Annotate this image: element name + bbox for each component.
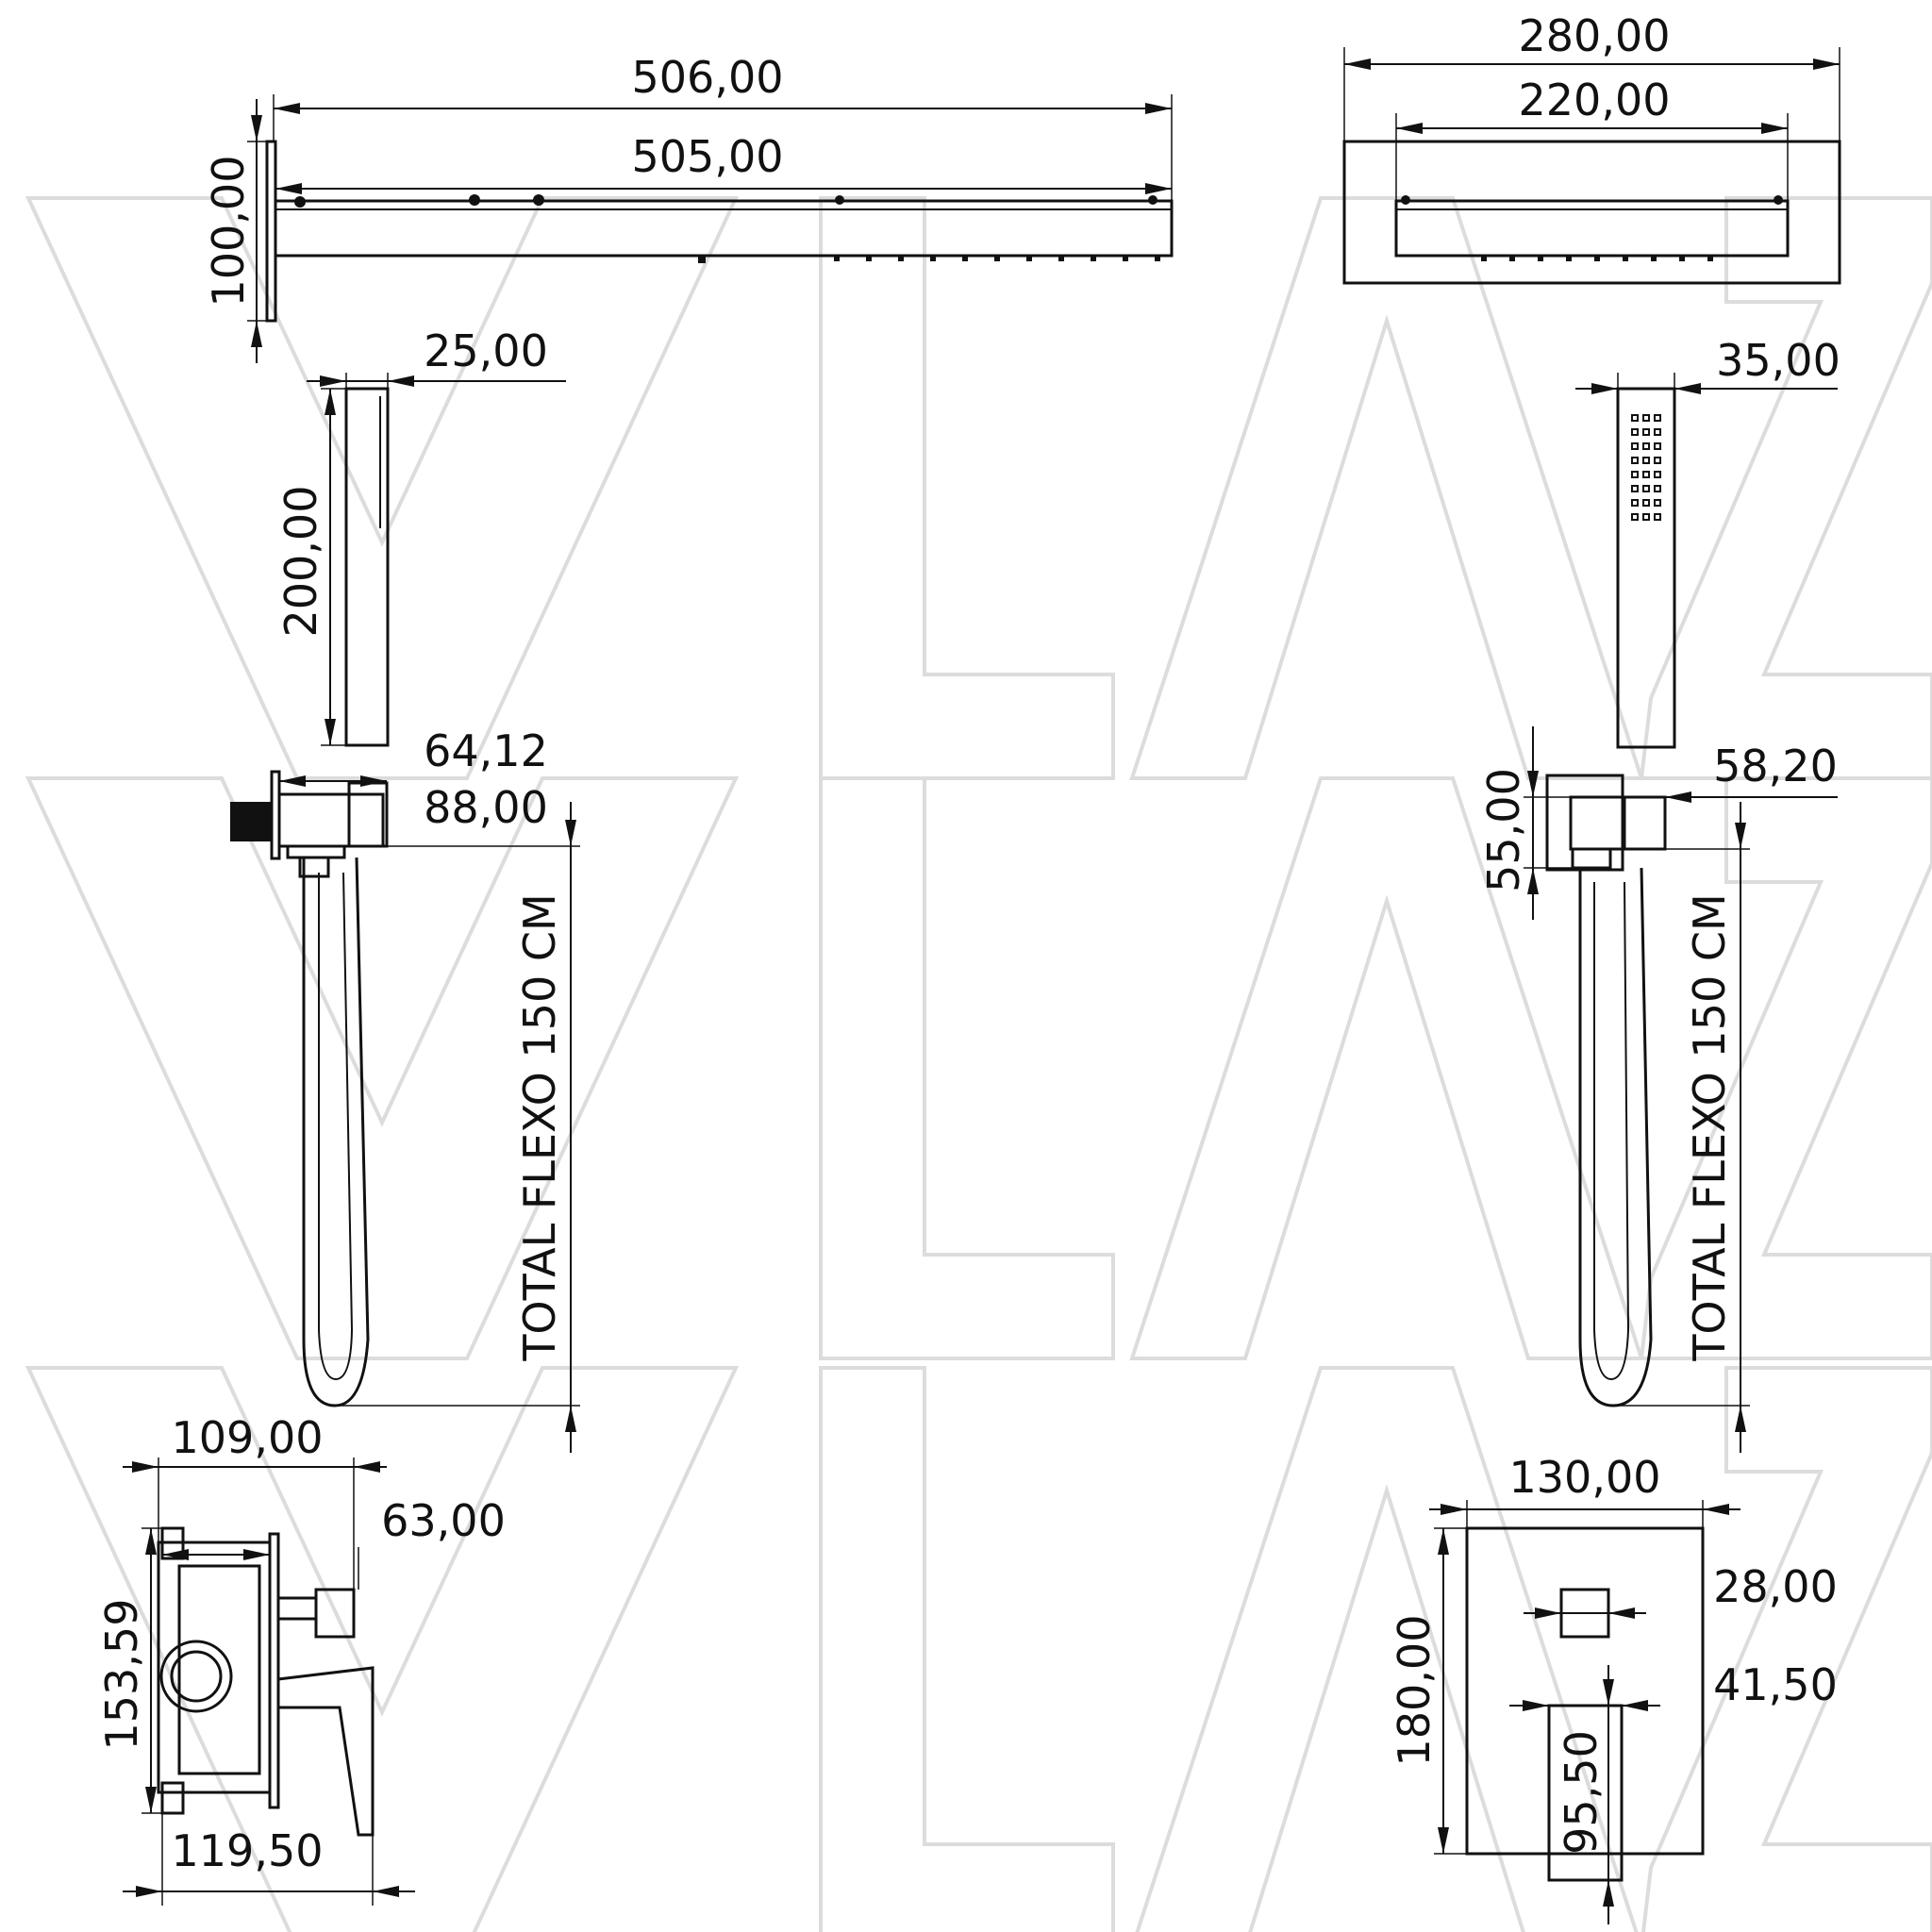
shower-head-front bbox=[1394, 199, 1790, 258]
valve-side-view: 109,00 63,00 153,59 119,50 bbox=[96, 1412, 506, 1906]
dim-hand-width-front: 35,00 bbox=[1716, 335, 1840, 386]
valve-lever bbox=[276, 1666, 375, 1837]
rain-shower-front-view: 280,00 220,00 bbox=[1342, 10, 1841, 285]
shower-arm bbox=[274, 199, 1174, 258]
dim-hose-right: TOTAL FLEXO 150 CM bbox=[1684, 893, 1735, 1361]
dim-cover-height: 180,00 bbox=[1389, 1615, 1440, 1767]
hand-shower-handle bbox=[344, 387, 390, 747]
valve-wall-plate bbox=[268, 1532, 280, 1809]
dim-hose-left: TOTAL FLEXO 150 CM bbox=[514, 893, 565, 1361]
dim-lever-height: 95,50 bbox=[1556, 1730, 1607, 1855]
dim-rain-width-outer: 506,00 bbox=[632, 52, 784, 103]
dim-lever-width: 41,50 bbox=[1713, 1659, 1838, 1710]
holder-connector bbox=[230, 802, 272, 841]
dim-valve-height: 153,59 bbox=[96, 1599, 147, 1751]
valve-body bbox=[157, 1541, 272, 1794]
ceiling-plate bbox=[1342, 140, 1841, 285]
hand-shower-side-view: 25,00 200,00 64,12 88,00 TOTAL FLEXO 150… bbox=[230, 325, 580, 1453]
dim-valve-total: 119,50 bbox=[172, 1825, 324, 1876]
valve-cover-front-view: 130,00 180,00 28,00 41,50 95,50 bbox=[1389, 1452, 1838, 1924]
dim-valve-depth: 109,00 bbox=[172, 1412, 324, 1463]
dim-holder-depth: 64,12 bbox=[424, 725, 548, 776]
dim-plate-width-inner: 220,00 bbox=[1519, 75, 1671, 125]
dim-holder-height: 55,00 bbox=[1478, 768, 1529, 892]
dim-cover-width: 130,00 bbox=[1509, 1452, 1661, 1503]
hand-shower-front-view: 35,00 55,00 58,20 TOTAL FLEXO 150 CM bbox=[1478, 335, 1840, 1453]
dim-rain-height: 100,00 bbox=[203, 156, 254, 308]
dim-hand-length: 200,00 bbox=[275, 486, 326, 638]
dim-plate-width-outer: 280,00 bbox=[1519, 10, 1671, 61]
valve-port bbox=[159, 1640, 233, 1713]
diverter-knob bbox=[314, 1588, 356, 1639]
nozzles bbox=[294, 194, 1160, 263]
dim-knob-width: 28,00 bbox=[1713, 1561, 1838, 1612]
rain-shower-side-view: 506,00 505,00 100,00 bbox=[203, 52, 1174, 363]
dim-hand-width-side: 25,00 bbox=[424, 325, 548, 376]
dim-holder-width: 58,20 bbox=[1713, 741, 1838, 791]
spray-grid bbox=[1631, 414, 1661, 521]
dim-valve-body: 63,00 bbox=[381, 1495, 506, 1546]
cover-plate bbox=[1465, 1526, 1705, 1856]
dim-rain-width-inner: 505,00 bbox=[632, 131, 784, 182]
dim-holder-total: 88,00 bbox=[424, 782, 548, 833]
